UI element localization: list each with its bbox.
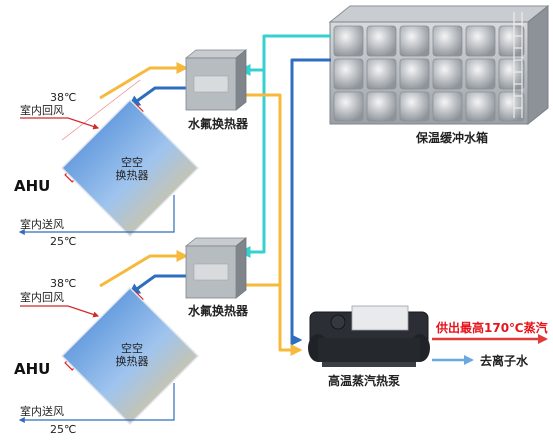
ahu-2-return-label: 室内回风 xyxy=(20,291,64,304)
ahu-2-supply-label: 室内送风 xyxy=(20,405,64,418)
heat-exchanger-2-label: 水氟换热器 xyxy=(188,304,249,318)
steam-output-label: 供出最高170℃蒸汽 xyxy=(436,321,548,335)
ahu-1-coil-label: 空空 换热器 xyxy=(115,156,149,182)
buffer-tank xyxy=(328,4,550,126)
ahu-unit-2 xyxy=(18,286,200,426)
buffer-tank-label: 保温缓冲水箱 xyxy=(416,131,489,145)
ahu-2-return-temp: 38℃ xyxy=(50,277,77,290)
ahu-2-label: AHU xyxy=(14,360,51,378)
ahu-2-coil-label: 空空 换热器 xyxy=(115,342,149,368)
ahu-1-return-temp: 38℃ xyxy=(50,91,77,104)
heat-exchanger-1-label: 水氟换热器 xyxy=(188,117,249,131)
heat-exchanger-1 xyxy=(184,49,248,111)
ahu-2-supply-temp: 25℃ xyxy=(50,423,77,436)
ahu-1-label: AHU xyxy=(14,177,51,195)
ahu-1-supply-temp: 25℃ xyxy=(50,235,77,248)
water-output-label: 去离子水 xyxy=(480,354,529,368)
ahu-1-return-label: 室内回风 xyxy=(20,104,64,117)
heat-exchanger-2 xyxy=(184,237,248,299)
steam-heat-pump xyxy=(308,305,430,367)
pipe-network xyxy=(99,34,331,356)
ahu-1-supply-label: 室内送风 xyxy=(20,218,64,231)
ahu-unit-1 xyxy=(18,79,200,238)
heat-pump-label: 高温蒸汽热泵 xyxy=(328,374,401,388)
